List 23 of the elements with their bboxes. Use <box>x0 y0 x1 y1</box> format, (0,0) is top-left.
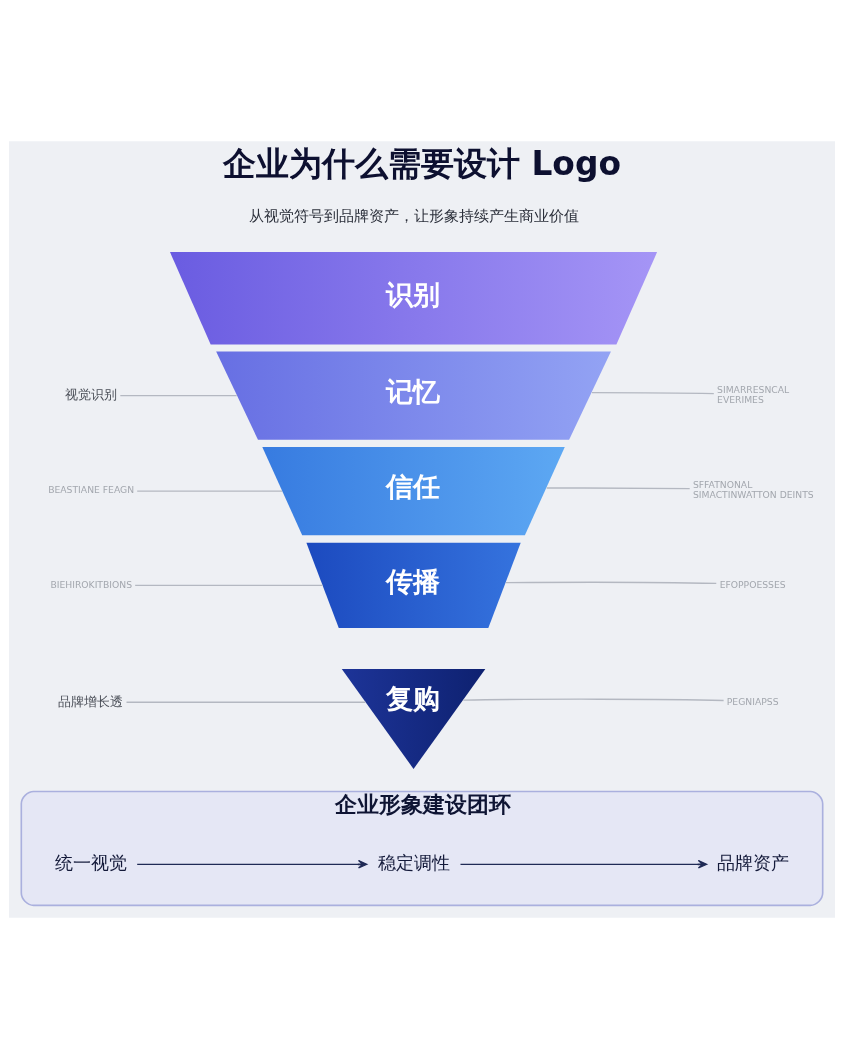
connector <box>119 395 237 397</box>
connector <box>125 701 366 703</box>
node-text: SFFATNONAL SIMACTINWATTON DEINTS <box>692 479 814 501</box>
diagram-title: 企业为什么需要设计 Logo <box>222 144 621 183</box>
connector <box>504 581 717 585</box>
arrow <box>459 859 707 869</box>
node-text: BEASTIANE FEAGN <box>47 484 134 496</box>
connector <box>462 698 724 702</box>
node-text: PEGNIAPSS <box>726 695 779 707</box>
connector <box>136 490 283 492</box>
node-text: BIEHIROKITBIONS <box>49 578 132 590</box>
label: 从视觉符号到品牌资产，让形象持续产生商业价值 <box>248 206 579 225</box>
connector <box>545 487 690 490</box>
connector <box>590 391 714 395</box>
node-text: 统一视觉 <box>54 851 127 873</box>
node-text: EFOPPOESSES <box>719 578 786 590</box>
node-text: 品牌资产 <box>716 851 789 873</box>
node-text: SIMARRESNCAL EVERIMES <box>716 383 789 406</box>
connector <box>134 584 323 587</box>
node-text: 品牌增长透 <box>57 693 123 709</box>
node-text: 稳定调性 <box>377 851 450 873</box>
arrow <box>136 859 367 869</box>
node-text: 视觉识别 <box>64 387 117 403</box>
